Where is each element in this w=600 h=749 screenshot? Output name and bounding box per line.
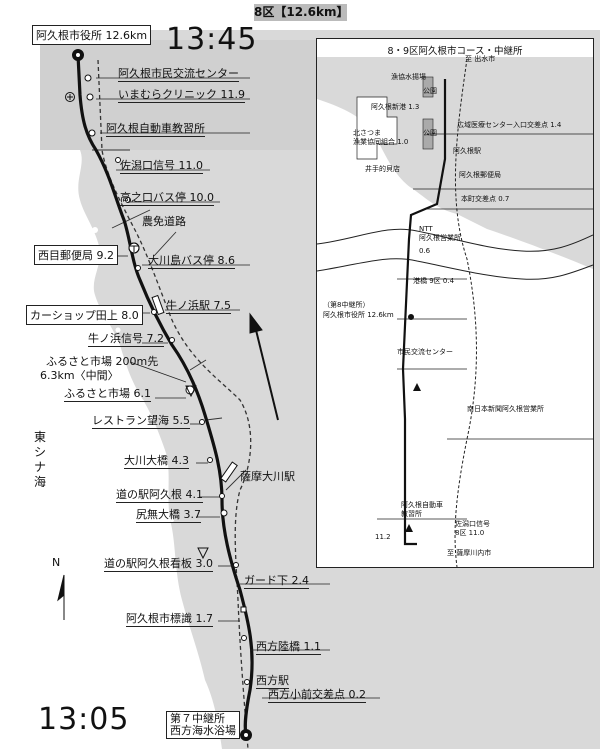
- inset-relay-point: [408, 314, 414, 320]
- waypoint-label: 農免道路: [142, 215, 186, 228]
- start-point-label-line-2: 西方海水浴場: [170, 724, 236, 737]
- inset-label: 阿久根営業所: [419, 234, 461, 242]
- inset-label: 至 薩摩川内市: [447, 549, 492, 557]
- inset-map-graphic: [317, 57, 593, 567]
- inset-label: 教習所: [401, 510, 422, 518]
- inset-label: 阿久根新港 1.3: [371, 103, 420, 111]
- inset-roads: [377, 133, 593, 520]
- finish-time: 13:45: [166, 22, 258, 57]
- inset-label: NTT: [419, 225, 433, 233]
- inset-railway: [454, 58, 477, 567]
- inset-label: 至 出水市: [465, 55, 496, 63]
- waypoint-label: ガード下 2.4: [244, 574, 309, 589]
- inset-title: 8・9区阿久根市コース・中継所: [387, 46, 523, 57]
- waypoint-label: 佐潟口信号 11.0: [120, 159, 203, 174]
- waypoint-label: 西方陸橋 1.1: [256, 640, 321, 655]
- post-office-icon: [128, 242, 140, 254]
- start-point-label-line-1: 第７中継所: [170, 712, 225, 725]
- waypoint-label: ふるさと市場 200m先: [46, 355, 159, 368]
- inset-direction-arrow-icon: [405, 524, 413, 532]
- waypoint-label: 大川大橋 4.3: [124, 454, 189, 469]
- sea-label: 東シナ海: [34, 430, 47, 489]
- start-time: 13:05: [38, 702, 130, 737]
- start-point-label: 第７中継所 西方海水浴場: [166, 711, 240, 739]
- inset-label: （第8中継所）: [323, 301, 370, 309]
- inset-label: 8区 11.0: [455, 529, 485, 537]
- waypoint-label: 高之口バス停 10.0: [120, 191, 214, 206]
- north-arrow-icon: [57, 574, 65, 620]
- inset-river: [317, 258, 593, 280]
- waypoint-label: 牛ノ浜駅 7.5: [166, 299, 231, 314]
- inset-route: [401, 79, 447, 546]
- waypoint-label: 大川島バス停 8.6: [148, 254, 235, 269]
- inset-label: 漁業協同組合 1.0: [353, 138, 409, 146]
- inset-river: [317, 228, 593, 252]
- waypoint-label: 阿久根市民交流センター: [118, 67, 239, 82]
- inset-park-block: [422, 76, 434, 98]
- railway-line: [97, 59, 252, 749]
- finish-point-label: 阿久根市役所 12.6km: [32, 25, 152, 45]
- waypoint-label: 西方小前交差点 0.2: [268, 688, 366, 703]
- inset-label: 本町交差点 0.7: [461, 195, 510, 203]
- waypoint-label: 阿久根市標識 1.7: [126, 612, 213, 627]
- inset-label: 阿久根郵便局: [459, 171, 501, 179]
- inset-label: 阿久根市役所 12.6km: [323, 311, 394, 319]
- waypoint-label: 尻無大橋 3.7: [136, 508, 201, 523]
- clinic-icon: [65, 92, 75, 102]
- direction-arrow-icon: [249, 312, 279, 421]
- inset-label: 港橋 9区 0.4: [413, 277, 455, 285]
- waypoint-label: 薩摩大川駅: [240, 470, 295, 483]
- section-title: 8区【12.6km】: [254, 4, 349, 21]
- waypoint-label: カーショップ田上 8.0: [26, 305, 143, 325]
- inset-label: 0.6: [419, 247, 431, 255]
- inset-label: 阿久根駅: [453, 147, 481, 155]
- waypoint-label: ふるさと市場 6.1: [64, 387, 151, 402]
- waypoint-label: いまむらクリニック 11.9: [118, 88, 245, 103]
- north-label: N: [52, 556, 61, 569]
- inset-label: 北さつま: [353, 129, 381, 137]
- inset-label: 市民交流センター: [397, 348, 453, 356]
- inset-connector: [40, 40, 316, 150]
- inset-label: 井手的貝店: [365, 165, 400, 173]
- inset-label: 11.2: [375, 533, 391, 541]
- waypoint-label: 6.3km〈中間〉: [40, 369, 119, 382]
- inset-label: 阿久根自動車: [401, 501, 443, 509]
- leader-lines: [96, 77, 380, 699]
- waypoint-label: 西目郵便局 9.2: [34, 245, 118, 265]
- inset-label: 公園: [423, 87, 437, 95]
- inset-label: 広域医療センター入口交差点 1.4: [457, 121, 562, 129]
- inset-harbor: [356, 96, 398, 160]
- inset-label: 公園: [423, 129, 437, 137]
- waypoint-label: 道の駅阿久根看板 3.0: [104, 557, 213, 572]
- inset-label: 南日本新聞阿久根営業所: [467, 405, 544, 413]
- race-route: [76, 54, 254, 736]
- waypoint-label: 阿久根自動車教習所: [106, 122, 205, 137]
- inset-label: 佐潟口信号: [455, 520, 490, 528]
- waypoint-label: 牛ノ浜信号 7.2: [88, 332, 164, 347]
- waypoint-label: 西方駅: [256, 674, 289, 689]
- kilometer-sign-icon: [185, 385, 209, 560]
- waypoint-label: 道の駅阿久根 4.1: [116, 488, 203, 503]
- inset-label: 漁協水揚場: [391, 73, 426, 81]
- inset-direction-arrow-icon: [413, 383, 421, 391]
- waypoint-label: レストラン望海 5.5: [92, 414, 190, 429]
- inset-map: 8・9区阿久根市コース・中継所 至 出水市 漁協水揚場 公園 阿久根新港 1.3…: [316, 38, 594, 568]
- route-markers: [72, 49, 252, 741]
- side-roads: [92, 149, 247, 491]
